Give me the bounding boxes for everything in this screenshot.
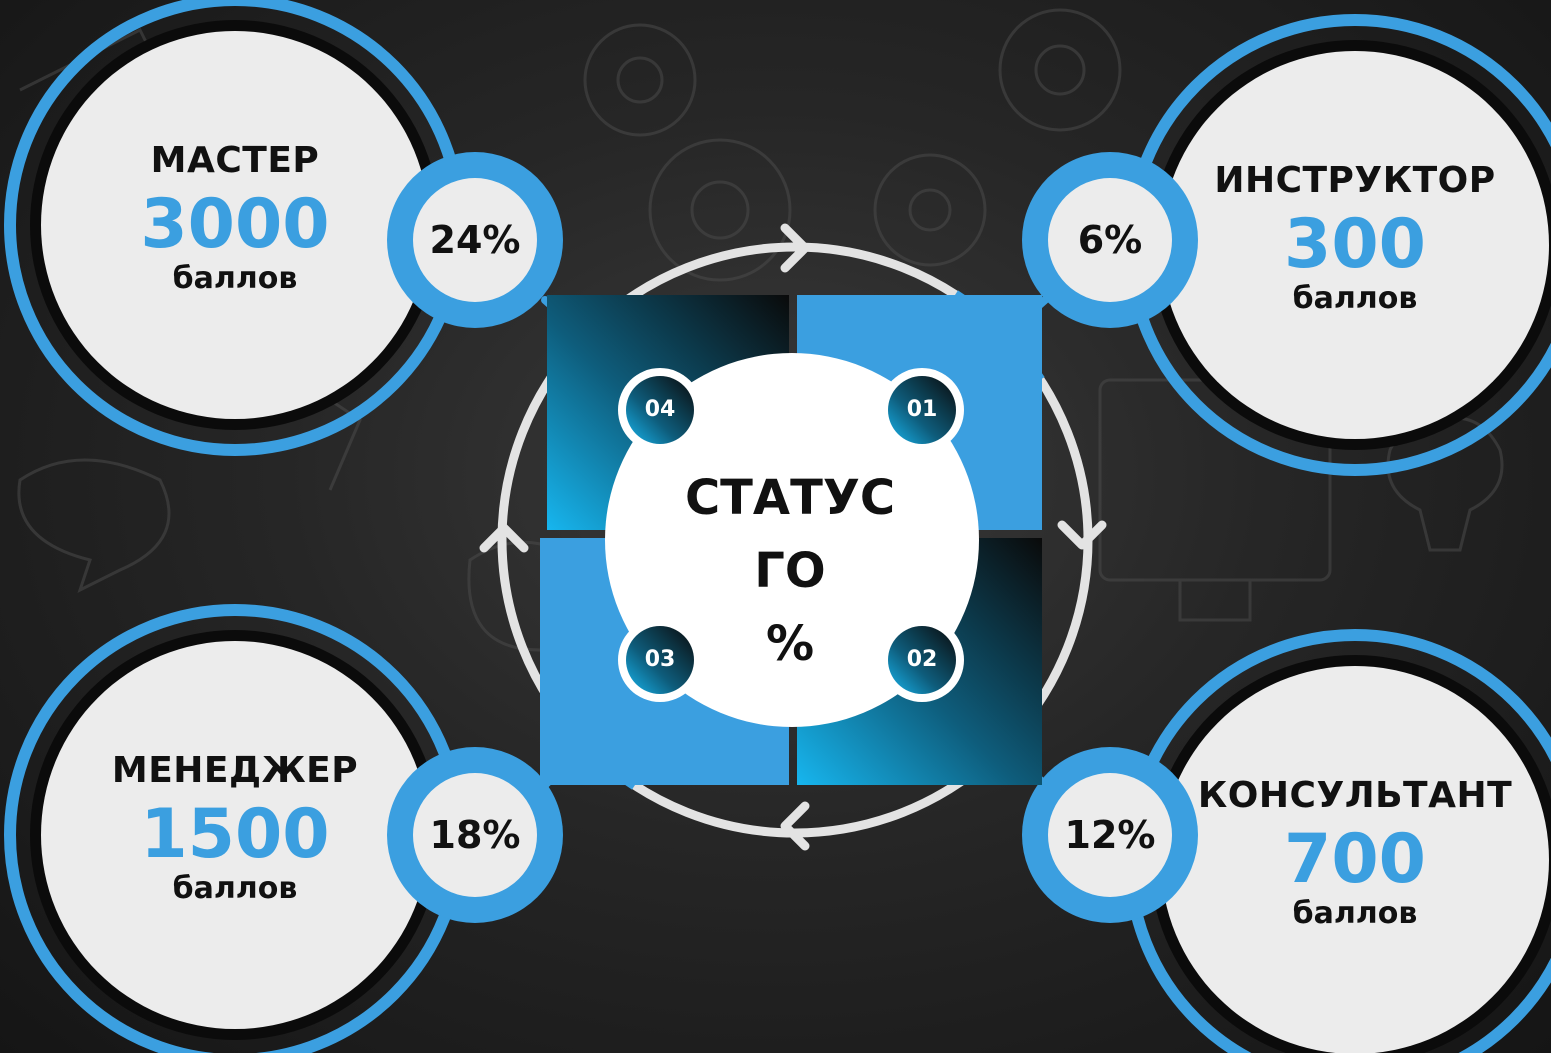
percent-instructor: 6%: [1077, 218, 1143, 262]
percent-bubble-master: [387, 152, 563, 328]
card-manager: [4, 604, 466, 1053]
segment-label-04: 04: [644, 397, 676, 422]
arrow-left-icon: [780, 801, 810, 851]
status-title: МЕНЕДЖЕР: [111, 750, 359, 791]
status-consultant: КОНСУЛЬТАНТ 700 баллов: [1165, 775, 1545, 931]
segment-badge-04: [618, 368, 702, 452]
status-points: 1500: [140, 795, 330, 874]
center-title: СТАТУС ГО %: [640, 462, 940, 681]
status-points: 300: [1284, 205, 1426, 284]
card-consultant: [1124, 629, 1551, 1053]
percent-master: 24%: [429, 218, 521, 262]
status-points: 3000: [140, 185, 330, 264]
status-unit: баллов: [1292, 281, 1418, 316]
arrow-right-icon: [780, 223, 810, 273]
status-manager: МЕНЕДЖЕР 1500 баллов: [45, 750, 425, 906]
arrow-down-icon: [1057, 520, 1107, 550]
segment-label-02: 02: [906, 647, 938, 672]
status-points: 700: [1284, 820, 1426, 899]
status-instructor: ИНСТРУКТОР 300 баллов: [1165, 160, 1545, 316]
center-title-line3: %: [765, 616, 815, 672]
center-title-line2: ГО: [754, 543, 826, 599]
center-title-line1: СТАТУС: [684, 470, 896, 526]
percent-bubble-manager: [387, 747, 563, 923]
segment-label-01: 01: [906, 397, 938, 422]
percent-manager: 18%: [429, 813, 521, 857]
status-unit: баллов: [172, 261, 298, 296]
status-unit: баллов: [1292, 896, 1418, 931]
segment-label-03: 03: [644, 647, 676, 672]
status-title: ИНСТРУКТОР: [1214, 160, 1496, 201]
segment-badge-03: [618, 618, 702, 702]
segment-badge-02: [880, 618, 964, 702]
arrow-up-icon: [479, 523, 529, 553]
percent-consultant: 12%: [1064, 813, 1156, 857]
center-disc: [605, 353, 979, 727]
status-master: МАСТЕР 3000 баллов: [45, 140, 425, 296]
segment-badge-01: [880, 368, 964, 452]
status-title: КОНСУЛЬТАНТ: [1197, 775, 1513, 816]
status-title: МАСТЕР: [150, 140, 320, 181]
percent-bubble-consultant: [1022, 747, 1198, 923]
percent-bubble-instructor: [1022, 152, 1198, 328]
status-unit: баллов: [172, 871, 298, 906]
card-instructor: [1124, 14, 1551, 476]
